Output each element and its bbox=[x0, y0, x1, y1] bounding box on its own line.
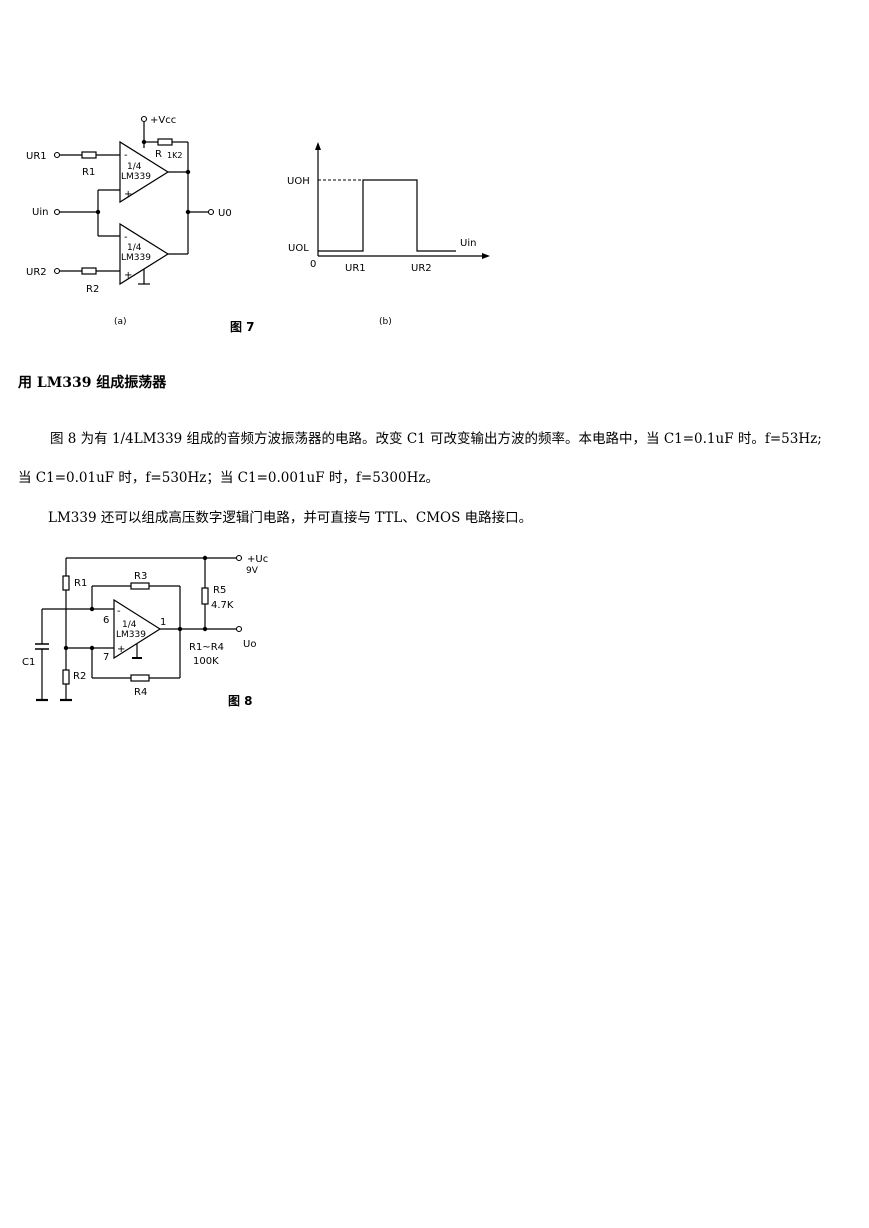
paragraph-1-line-1: 图 8 为有 1/4LM339 组成的音频方波振荡器的电路。改变 C1 可改变输… bbox=[50, 431, 822, 447]
r4-label: R4 bbox=[134, 687, 147, 698]
svg-text:-: - bbox=[117, 606, 121, 617]
output-label: U0 bbox=[218, 208, 232, 219]
figure-7b-transfer-curve: UOH UOL 0 UR1 UR2 Uin (b) bbox=[287, 142, 490, 327]
c1-label: C1 bbox=[22, 657, 35, 668]
r1-label: R1 bbox=[82, 167, 95, 178]
svg-text:1/4: 1/4 bbox=[122, 620, 137, 630]
svg-text:LM339: LM339 bbox=[121, 253, 151, 263]
pullup-value: 1K2 bbox=[167, 151, 182, 160]
transfer-waveform bbox=[318, 179, 456, 252]
r5-label: R5 bbox=[213, 585, 226, 596]
pin6-label: 6 bbox=[103, 615, 109, 626]
uol-label: UOL bbox=[288, 243, 309, 254]
svg-text:1/4: 1/4 bbox=[127, 243, 142, 253]
r5-value: 4.7K bbox=[211, 600, 234, 611]
r2-resistor bbox=[81, 267, 97, 275]
vcc-label: +Vcc bbox=[150, 115, 176, 126]
ur2-label: UR2 bbox=[26, 267, 47, 278]
range-label: R1~R4 bbox=[189, 642, 224, 653]
pin1-label: 1 bbox=[160, 617, 166, 628]
figure-7a-sublabel: (a) bbox=[114, 317, 127, 327]
svg-text:+: + bbox=[117, 644, 125, 655]
ur2-tick-label: UR2 bbox=[411, 263, 432, 274]
output-terminal bbox=[207, 208, 215, 216]
range-value: 100K bbox=[193, 656, 219, 667]
ur2-terminal bbox=[53, 267, 61, 275]
svg-text:-: - bbox=[124, 150, 128, 161]
origin-label: 0 bbox=[310, 259, 316, 270]
figure-8-oscillator-circuit: +Ucc 9V R1 R2 C1 R3 - + 1/4 LM339 6 7 1 … bbox=[22, 554, 268, 702]
ucc-label: +Ucc bbox=[247, 554, 268, 565]
uoh-label: UOH bbox=[287, 176, 310, 187]
r2-resistor bbox=[62, 669, 70, 685]
figure-8-caption: 图 8 bbox=[228, 694, 253, 708]
ur1-label: UR1 bbox=[26, 151, 47, 162]
ucc-terminal bbox=[235, 554, 243, 562]
svg-text:1/4: 1/4 bbox=[127, 162, 142, 172]
r1-label: R1 bbox=[74, 578, 87, 589]
uin-axis-label: Uin bbox=[460, 238, 476, 249]
pullup-label: R bbox=[155, 149, 162, 160]
uo-label: Uo bbox=[243, 639, 256, 650]
svg-text:LM339: LM339 bbox=[116, 630, 146, 640]
pullup-resistor bbox=[157, 138, 173, 146]
r2-label: R2 bbox=[86, 284, 99, 295]
ur1-terminal bbox=[53, 151, 61, 159]
uo-terminal bbox=[235, 625, 243, 633]
r3-label: R3 bbox=[134, 571, 147, 582]
figure-7b-sublabel: (b) bbox=[379, 317, 392, 327]
svg-text:LM339: LM339 bbox=[121, 172, 151, 182]
ur1-tick-label: UR1 bbox=[345, 263, 366, 274]
r5-resistor bbox=[201, 587, 209, 605]
section-heading: 用 LM339 组成振荡器 bbox=[18, 375, 167, 391]
svg-text:+: + bbox=[124, 189, 132, 200]
paragraph-2: LM339 还可以组成高压数字逻辑门电路，并可直接与 TTL、CMOS 电路接口… bbox=[48, 510, 533, 526]
pin7-label: 7 bbox=[103, 652, 109, 663]
svg-text:+: + bbox=[124, 270, 132, 281]
svg-text:-: - bbox=[124, 232, 128, 243]
uin-terminal bbox=[53, 208, 61, 216]
vcc-terminal bbox=[140, 115, 148, 123]
figure-7-caption: 图 7 bbox=[230, 320, 255, 334]
figure-7a-circuit: +Vcc R 1K2 - + 1/4 LM339 UR1 R1 Uin - + … bbox=[26, 115, 232, 327]
r3-resistor bbox=[130, 582, 150, 590]
paragraph-1-line-2: 当 C1=0.01uF 时，f=530Hz；当 C1=0.001uF 时，f=5… bbox=[18, 470, 439, 486]
r1-resistor bbox=[62, 575, 70, 591]
r1-resistor bbox=[81, 151, 97, 159]
uin-label: Uin bbox=[32, 207, 48, 218]
comparator bbox=[113, 598, 162, 660]
r4-resistor bbox=[130, 674, 150, 682]
ucc-value: 9V bbox=[246, 566, 259, 576]
r2-label: R2 bbox=[73, 671, 86, 682]
comparator-upper bbox=[119, 140, 170, 204]
